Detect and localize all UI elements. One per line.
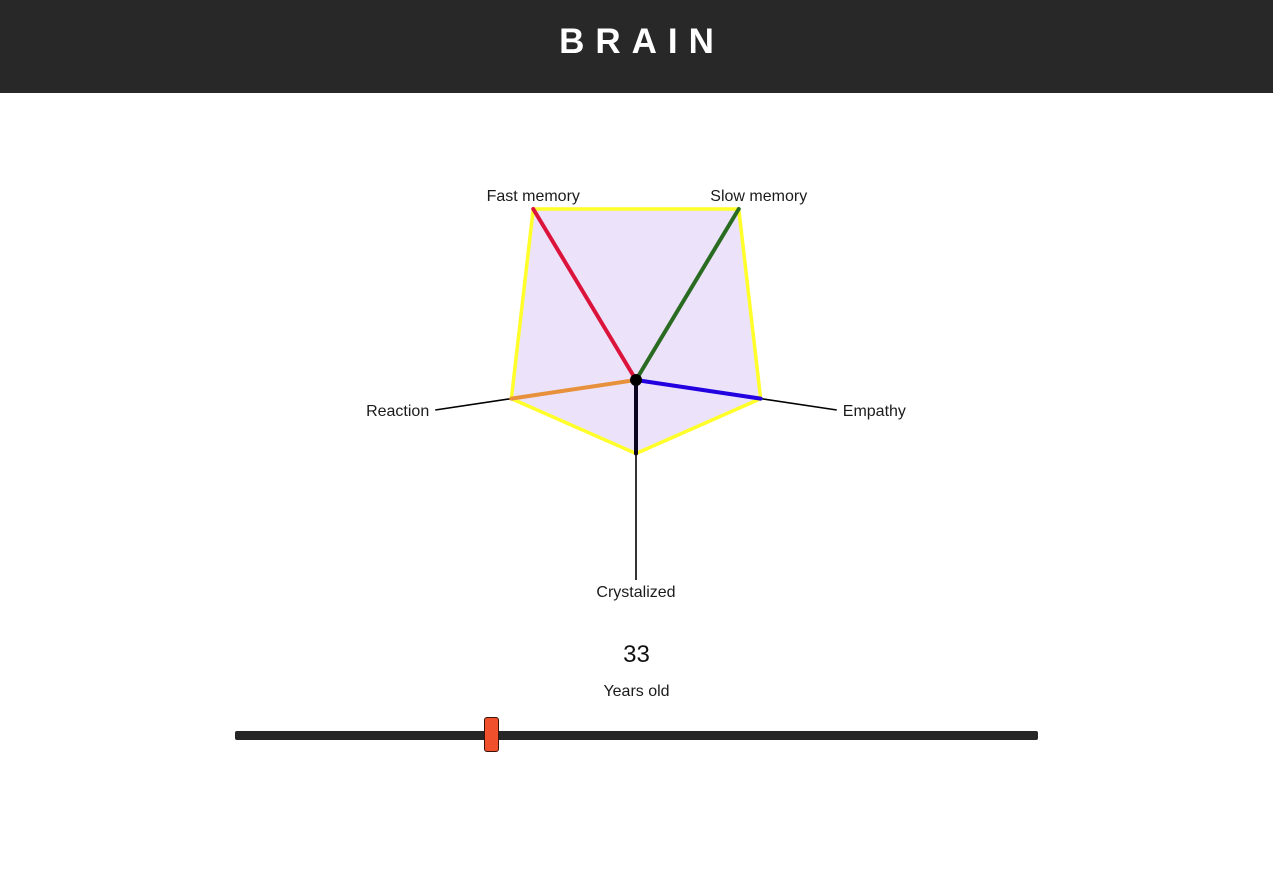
axis-label-crystalized: Crystalized xyxy=(596,584,675,601)
axis-label-empathy: Empathy xyxy=(843,403,906,420)
age-slider[interactable] xyxy=(235,716,1038,754)
spoke-fast-memory xyxy=(531,206,638,382)
axis-labels: Fast memory Slow memoryEmpathyCrystalized… xyxy=(366,188,906,601)
axis-label-slow-memory: Slow memory xyxy=(710,188,807,205)
axis-guides xyxy=(435,397,837,580)
header-bar: BRAIN xyxy=(0,0,1273,93)
chart-center-dot xyxy=(630,374,642,386)
guide-line-reaction xyxy=(435,397,512,411)
profile-area xyxy=(509,207,763,456)
value-spokes xyxy=(509,206,763,456)
age-value: 33 xyxy=(623,641,650,668)
slider-track[interactable] xyxy=(235,731,1038,740)
spoke-slow-memory xyxy=(634,206,741,382)
radar-chart: Fast memory Slow memoryEmpathyCrystalized… xyxy=(366,188,906,601)
guide-line-empathy xyxy=(760,397,837,411)
axis-label-reaction: Reaction xyxy=(366,403,429,420)
axis-label-fast-memory: Fast memory xyxy=(487,188,580,205)
slider-thumb[interactable] xyxy=(483,717,499,752)
age-caption: Years old xyxy=(603,683,670,700)
spoke-empathy xyxy=(634,378,763,401)
spoke-reaction xyxy=(509,378,638,401)
app-title: BRAIN xyxy=(559,22,725,61)
